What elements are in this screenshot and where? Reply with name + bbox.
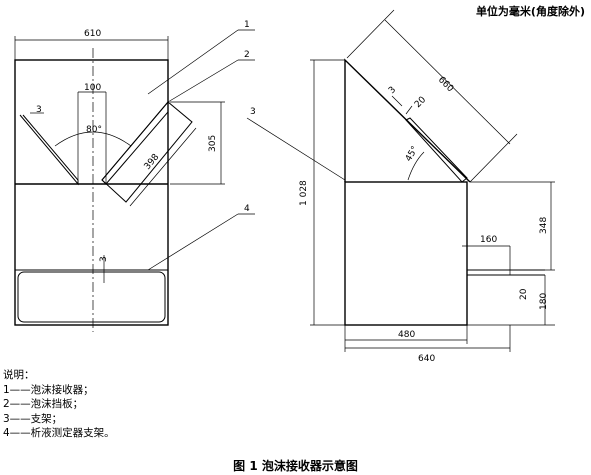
legend: 说明： 1——泡沫接收器； 2——泡沫挡板； 3——支架； 4——析液测定器支架…: [3, 368, 115, 441]
legend-item: 3——支架；: [3, 412, 63, 425]
dim-pipe-length: 160: [480, 235, 497, 245]
callout-1: 1: [244, 20, 250, 30]
callout-4: 4: [244, 204, 250, 214]
legend-item: 4——析液测定器支架。: [3, 427, 115, 439]
unit-note: 单位为毫米(角度除外): [475, 5, 585, 18]
front-dims: [14, 36, 225, 283]
dim-box-depth: 480: [398, 330, 415, 340]
legend-item: 1——泡沫接收器；: [3, 383, 94, 396]
dim-angle-front: 80°: [86, 125, 102, 135]
analyzer-tray: [17, 271, 166, 323]
dim-pipe-dia: 20: [519, 288, 529, 300]
dim-receiver-height: 305: [208, 135, 218, 152]
dim-total-height: 1 028: [299, 180, 309, 206]
side-box: [344, 181, 468, 326]
leaders: [147, 29, 346, 271]
dim-side-board-thick: 3: [387, 85, 398, 96]
front-view: [14, 48, 193, 332]
dim-board-offset: 100: [84, 83, 101, 93]
dim-pipe-height: 180: [539, 293, 549, 310]
dim-total-depth: 640: [418, 354, 435, 364]
foam-board-left: [19, 114, 79, 186]
legend-item: 2——泡沫挡板；: [3, 398, 84, 410]
dim-board-thick-front: 3: [36, 105, 42, 115]
dim-side-top-length: 660: [436, 75, 455, 94]
figure-caption: 图 1 泡沫接收器示意图: [233, 459, 358, 473]
dim-angle-side: 45°: [404, 145, 421, 164]
dim-front-width: 610: [84, 29, 101, 39]
labels: 610 100 80° 3 398 305 3 1 2 3 4 660 3 20…: [36, 20, 549, 364]
side-view: [344, 58, 545, 326]
legend-title: 说明：: [3, 369, 35, 381]
dim-box-height: 348: [539, 217, 549, 234]
dim-tray-gap: 3: [99, 256, 109, 262]
side-board: [405, 117, 468, 183]
side-dims: [310, 9, 555, 352]
callout-3: 3: [250, 107, 256, 117]
board-section: [101, 101, 193, 203]
callout-2: 2: [244, 50, 250, 60]
dim-side-board-width: 20: [413, 95, 428, 110]
front-outline: [14, 59, 169, 326]
